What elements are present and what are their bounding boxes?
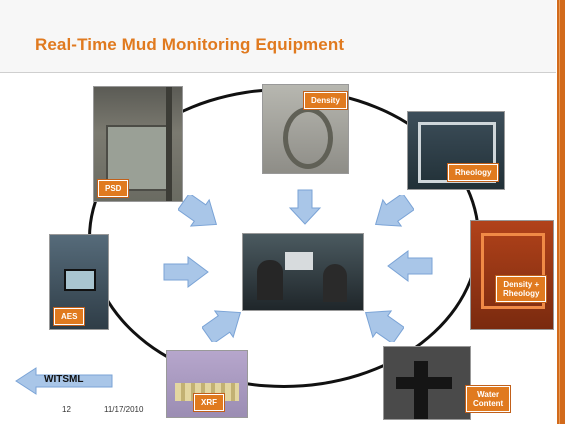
density-rheology-tag-line2: Rheology bbox=[503, 289, 540, 299]
right-accent-stripe bbox=[556, 0, 565, 424]
aes-tag: AES bbox=[54, 308, 85, 326]
arrow-icon-density-rheology bbox=[386, 249, 434, 283]
arrow-icon-aes bbox=[162, 255, 210, 289]
left-arrow-icon bbox=[14, 366, 114, 401]
center-monitoring-photo bbox=[242, 233, 364, 311]
arrow-icon-psd bbox=[178, 195, 222, 231]
density-rheology-tag-line1: Density + bbox=[503, 280, 540, 289]
psd-tag: PSD bbox=[98, 180, 129, 198]
water-content-tag-line1: Water bbox=[477, 390, 500, 399]
rheology-frame bbox=[418, 122, 496, 183]
center-person-1 bbox=[257, 260, 283, 300]
arrow-icon-density bbox=[288, 188, 322, 226]
water-bar bbox=[396, 377, 452, 389]
witsml-label: WITSML bbox=[44, 374, 84, 385]
water-content-tag: Water Content bbox=[466, 386, 511, 413]
density-rheology-photo bbox=[470, 220, 554, 330]
footer-page-number: 12 bbox=[62, 405, 71, 414]
center-person-2 bbox=[323, 264, 347, 302]
arrow-icon-xrf bbox=[202, 306, 246, 342]
rheology-tag: Rheology bbox=[448, 164, 499, 182]
center-monitor bbox=[285, 252, 313, 270]
xrf-tag: XRF bbox=[194, 394, 224, 412]
water-content-tag-line2: Content bbox=[473, 399, 504, 409]
water-content-photo bbox=[383, 346, 471, 420]
density-rheology-rack bbox=[481, 233, 545, 309]
title-rule bbox=[0, 72, 565, 73]
arrow-icon-water bbox=[360, 306, 404, 342]
footer-date: 11/17/2010 bbox=[104, 405, 144, 414]
aes-screen bbox=[64, 269, 96, 291]
density-rheology-tag: Density + Rheology bbox=[496, 276, 547, 303]
psd-pipe bbox=[166, 87, 172, 201]
slide-title: Real-Time Mud Monitoring Equipment bbox=[35, 35, 345, 54]
density-tag: Density bbox=[304, 92, 347, 110]
density-coil bbox=[283, 107, 333, 169]
water-cross bbox=[414, 361, 428, 419]
arrow-icon-rheology bbox=[370, 195, 414, 231]
